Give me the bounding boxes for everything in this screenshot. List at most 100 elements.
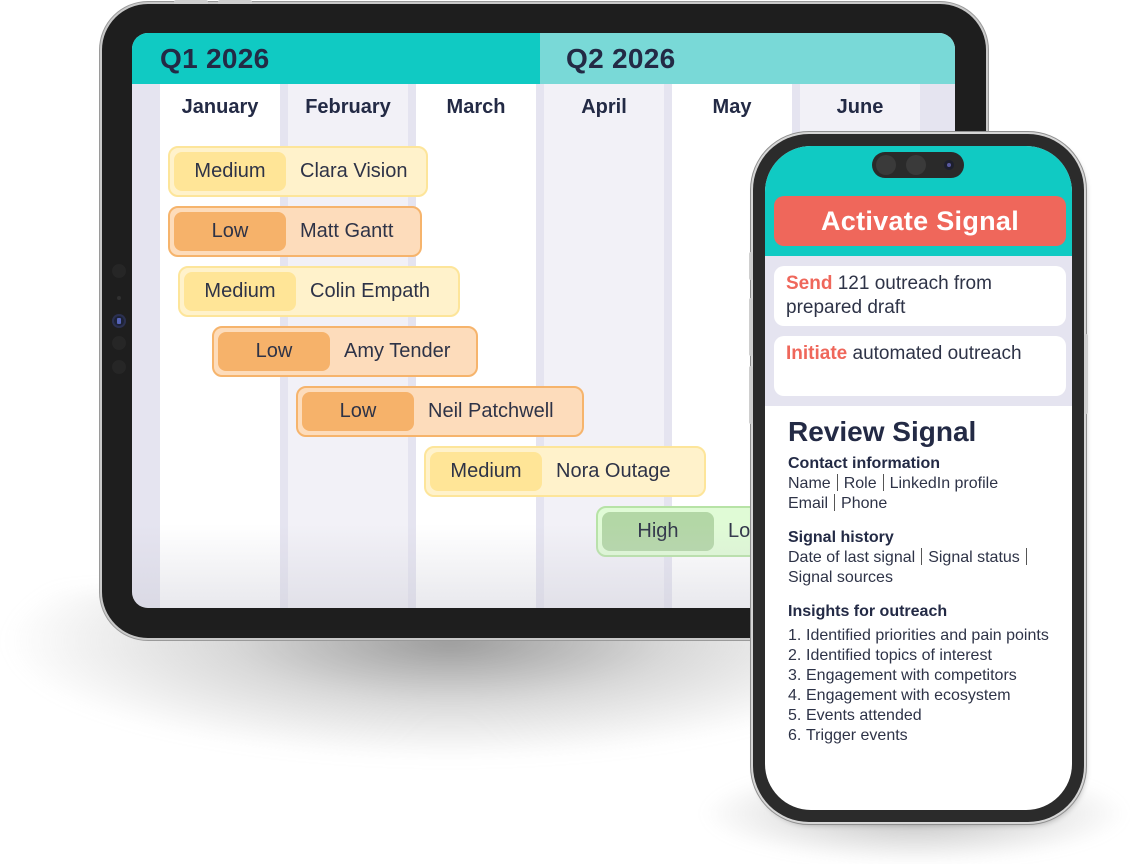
divider [1025,548,1027,565]
priority-badge: Medium [184,272,296,311]
history-fields-line: Date of last signal Signal status [788,548,1068,568]
field-label: Signal status [928,549,1020,566]
divider [836,474,838,491]
sensor-icon [876,155,896,175]
item-text: Engagement with competitors [806,667,1017,684]
contact-fields-line: Email Phone [788,494,1068,514]
item-number: 6. [788,727,802,744]
task-name: Matt Gantt [300,220,394,242]
month-columns: January February March April May June Me… [132,84,955,608]
list-item: 4.Engagement with ecosystem [788,686,1068,706]
task-name: Neil Patchwell [428,400,554,422]
item-text: Identified priorities and pain points [806,627,1049,644]
gantt-screen: Q1 2026 Q2 2026 January February March A… [132,33,955,608]
phone-header: Activate Signal [765,146,1072,256]
section-title: Contact information [788,455,940,472]
tablet-button [174,0,208,4]
task-name: Clara Vision [300,160,408,182]
quarter-header: Q1 2026 Q2 2026 [132,33,955,84]
field-label: Email [788,495,829,512]
action-text: 121 outreach from prepared draft [786,273,992,318]
phone-device: Activate Signal Send 121 outreach from p… [749,134,1088,822]
task-bar[interactable]: Low Matt Gantt [168,206,422,257]
contact-fields-line: Name Role LinkedIn profile [788,474,1068,494]
section-title: Insights for outreach [788,603,948,620]
task-bar[interactable]: Medium Colin Empath [178,266,460,317]
field-label: Date of last signal [788,549,916,566]
tablet-sensor-icon [117,296,121,300]
section-title: Signal history [788,529,894,546]
priority-badge: Medium [174,152,286,191]
list-item: 6.Trigger events [788,726,1068,746]
priority-badge: Low [218,332,330,371]
list-item: 1.Identified priorities and pain points [788,626,1068,646]
camera-icon [944,160,954,170]
action-list: Send 121 outreach from prepared draft In… [765,256,1072,406]
item-number: 5. [788,707,802,724]
task-name: Nora Outage [556,460,671,482]
item-text: Identified topics of interest [806,647,992,664]
task-name: Lo [728,520,751,542]
list-item: 2.Identified topics of interest [788,646,1068,666]
contact-information-section: Contact information Name Role LinkedIn pro… [788,454,1068,514]
priority-badge: Medium [430,452,542,491]
review-title: Review Signal [788,416,977,447]
list-item: 5.Events attended [788,706,1068,726]
task-bar[interactable]: Medium Clara Vision [168,146,428,197]
tablet-sensor-icon [112,336,126,350]
item-text: Events attended [806,707,922,724]
task-bar[interactable]: Low Amy Tender [212,326,478,377]
action-verb: Initiate [786,343,848,364]
phone-volume-down-button [749,366,753,424]
phone-volume-up-button [749,298,753,356]
field-label: LinkedIn profile [889,475,999,492]
field-label: Role [843,475,877,492]
initiate-outreach-action[interactable]: Initiate automated outreach [774,336,1066,396]
review-signal-panel: Review Signal Contact information Name Ro… [788,416,1068,760]
priority-badge: High [602,512,714,551]
month-label: February [305,96,391,118]
month-label: April [581,96,627,118]
divider [921,548,923,565]
month-label: March [446,96,506,118]
tablet-sensor-icon [112,264,126,278]
task-name: Amy Tender [344,340,451,362]
action-verb: Send [786,273,833,294]
item-text: Engagement with ecosystem [806,687,1011,704]
field-label: Phone [841,495,888,512]
quarter-q2[interactable]: Q2 2026 [540,33,955,84]
item-number: 1. [788,627,802,644]
month-label: June [836,96,884,118]
quarter-q1[interactable]: Q1 2026 [132,33,540,84]
phone-screen: Activate Signal Send 121 outreach from p… [765,146,1072,810]
item-number: 2. [788,647,802,664]
divider [882,474,884,491]
sensor-icon [906,155,926,175]
priority-badge: Low [302,392,414,431]
tablet-sensor-icon [112,360,126,374]
field-label: Signal sources [788,569,893,586]
task-bar[interactable]: Medium Nora Outage [424,446,706,497]
dynamic-island [872,152,964,178]
task-name: Colin Empath [310,280,431,302]
month-label: January [181,96,259,118]
phone-power-button [1084,334,1088,414]
send-outreach-action[interactable]: Send 121 outreach from prepared draft [774,266,1066,326]
field-label: Name [788,475,831,492]
month-label: May [712,96,752,118]
item-number: 3. [788,667,802,684]
task-bar[interactable]: Low Neil Patchwell [296,386,584,437]
divider [834,494,836,511]
insights-section: Insights for outreach 1.Identified prior… [788,602,1068,746]
activate-signal-button[interactable]: Activate Signal [774,196,1066,246]
phone-side-button [749,252,753,280]
action-text: automated outreach [847,343,1022,364]
insights-list: 1.Identified priorities and pain points … [788,626,1068,746]
tablet-button [218,0,252,4]
history-fields-line: Signal sources [788,568,1068,588]
priority-badge: Low [174,212,286,251]
item-number: 4. [788,687,802,704]
item-text: Trigger events [806,727,908,744]
tablet-camera-icon [112,314,126,328]
